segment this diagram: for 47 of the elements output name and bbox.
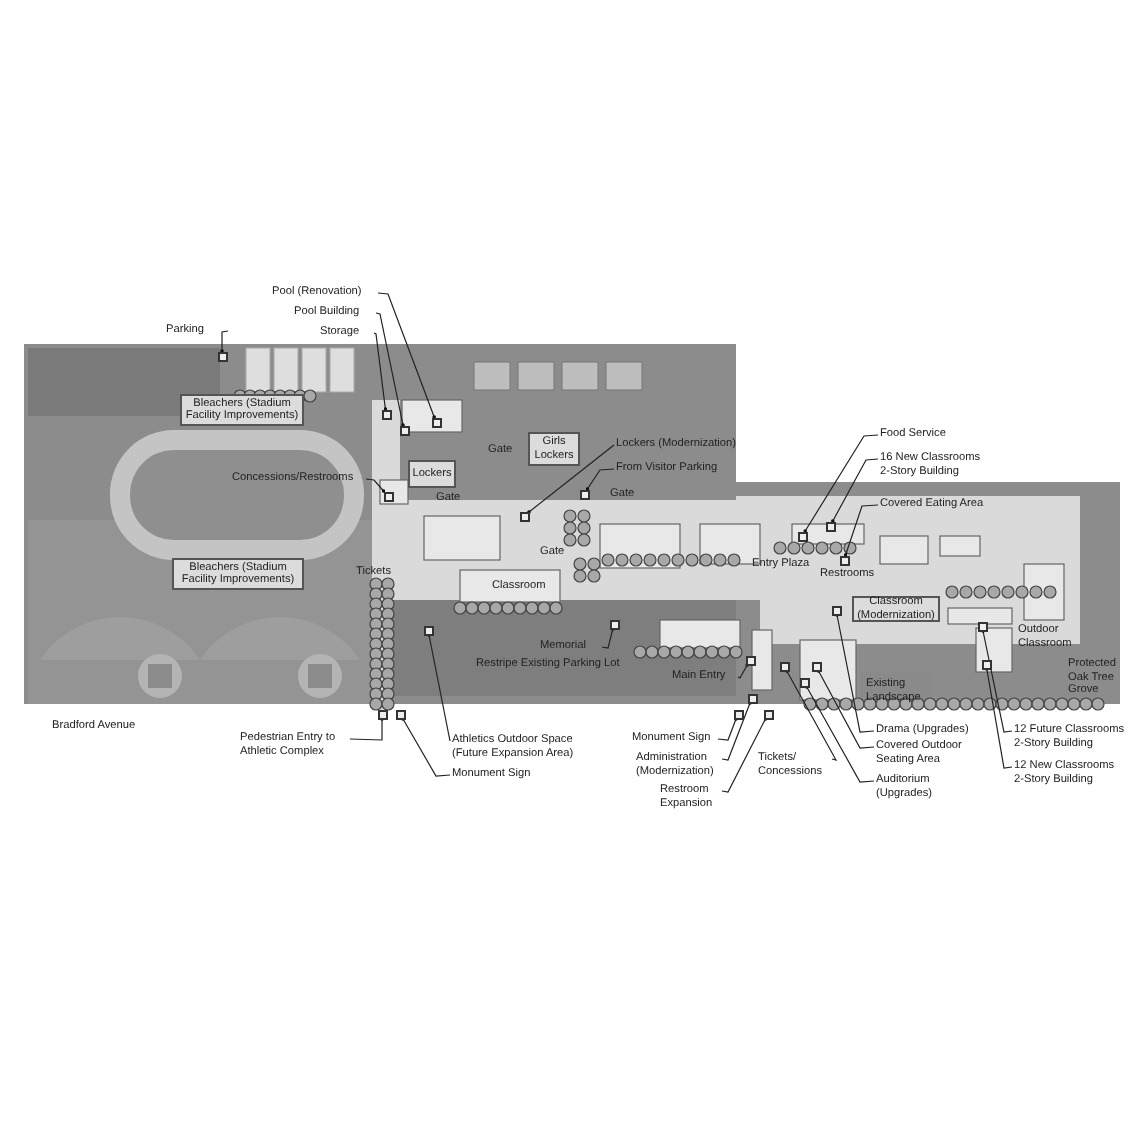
- site-feature-marker: [579, 489, 589, 499]
- leader-line: [831, 458, 879, 523]
- site-feature-marker: [977, 621, 987, 631]
- leader-line: [349, 717, 384, 741]
- site-feature-marker: [747, 693, 757, 703]
- leader-line: [527, 444, 615, 514]
- leader-line: [585, 468, 615, 491]
- leader-line: [835, 613, 875, 733]
- leader-line: [220, 330, 229, 353]
- site-feature-marker: [399, 425, 409, 435]
- site-feature-marker: [981, 659, 991, 669]
- site-feature-marker: [381, 409, 391, 419]
- leader-line: [816, 669, 875, 749]
- site-feature-marker: [779, 661, 789, 671]
- site-feature-marker: [797, 531, 807, 541]
- site-feature-marker: [217, 351, 227, 361]
- site-feature-marker: [763, 709, 773, 719]
- site-feature-marker: [377, 709, 387, 719]
- leader-line: [785, 669, 838, 761]
- leader-line: [721, 701, 752, 761]
- site-feature-marker: [423, 625, 433, 635]
- leader-line: [365, 478, 386, 493]
- site-feature-marker: [799, 677, 809, 687]
- leader-line: [375, 312, 405, 427]
- site-feature-marker: [733, 709, 743, 719]
- leader-line: [401, 717, 451, 777]
- leader-line: [803, 434, 879, 533]
- site-feature-marker: [839, 555, 849, 565]
- site-feature-marker: [745, 655, 755, 665]
- leader-line: [805, 685, 875, 783]
- leader-line: [721, 717, 768, 793]
- leader-line: [427, 633, 451, 742]
- leader-line: [601, 627, 615, 649]
- site-feature-marker: [825, 521, 835, 531]
- leader-line: [377, 292, 436, 419]
- site-feature-marker: [395, 709, 405, 719]
- site-feature-marker: [609, 619, 619, 629]
- site-feature-marker: [519, 511, 529, 521]
- leader-line: [985, 667, 1013, 769]
- site-feature-marker: [431, 417, 441, 427]
- site-feature-marker: [831, 605, 841, 615]
- leader-line: [717, 717, 738, 741]
- site-feature-marker: [811, 661, 821, 671]
- site-feature-marker: [383, 491, 393, 501]
- leader-line: [373, 332, 388, 411]
- leader-line: [843, 504, 879, 557]
- leader-line: [981, 629, 1013, 733]
